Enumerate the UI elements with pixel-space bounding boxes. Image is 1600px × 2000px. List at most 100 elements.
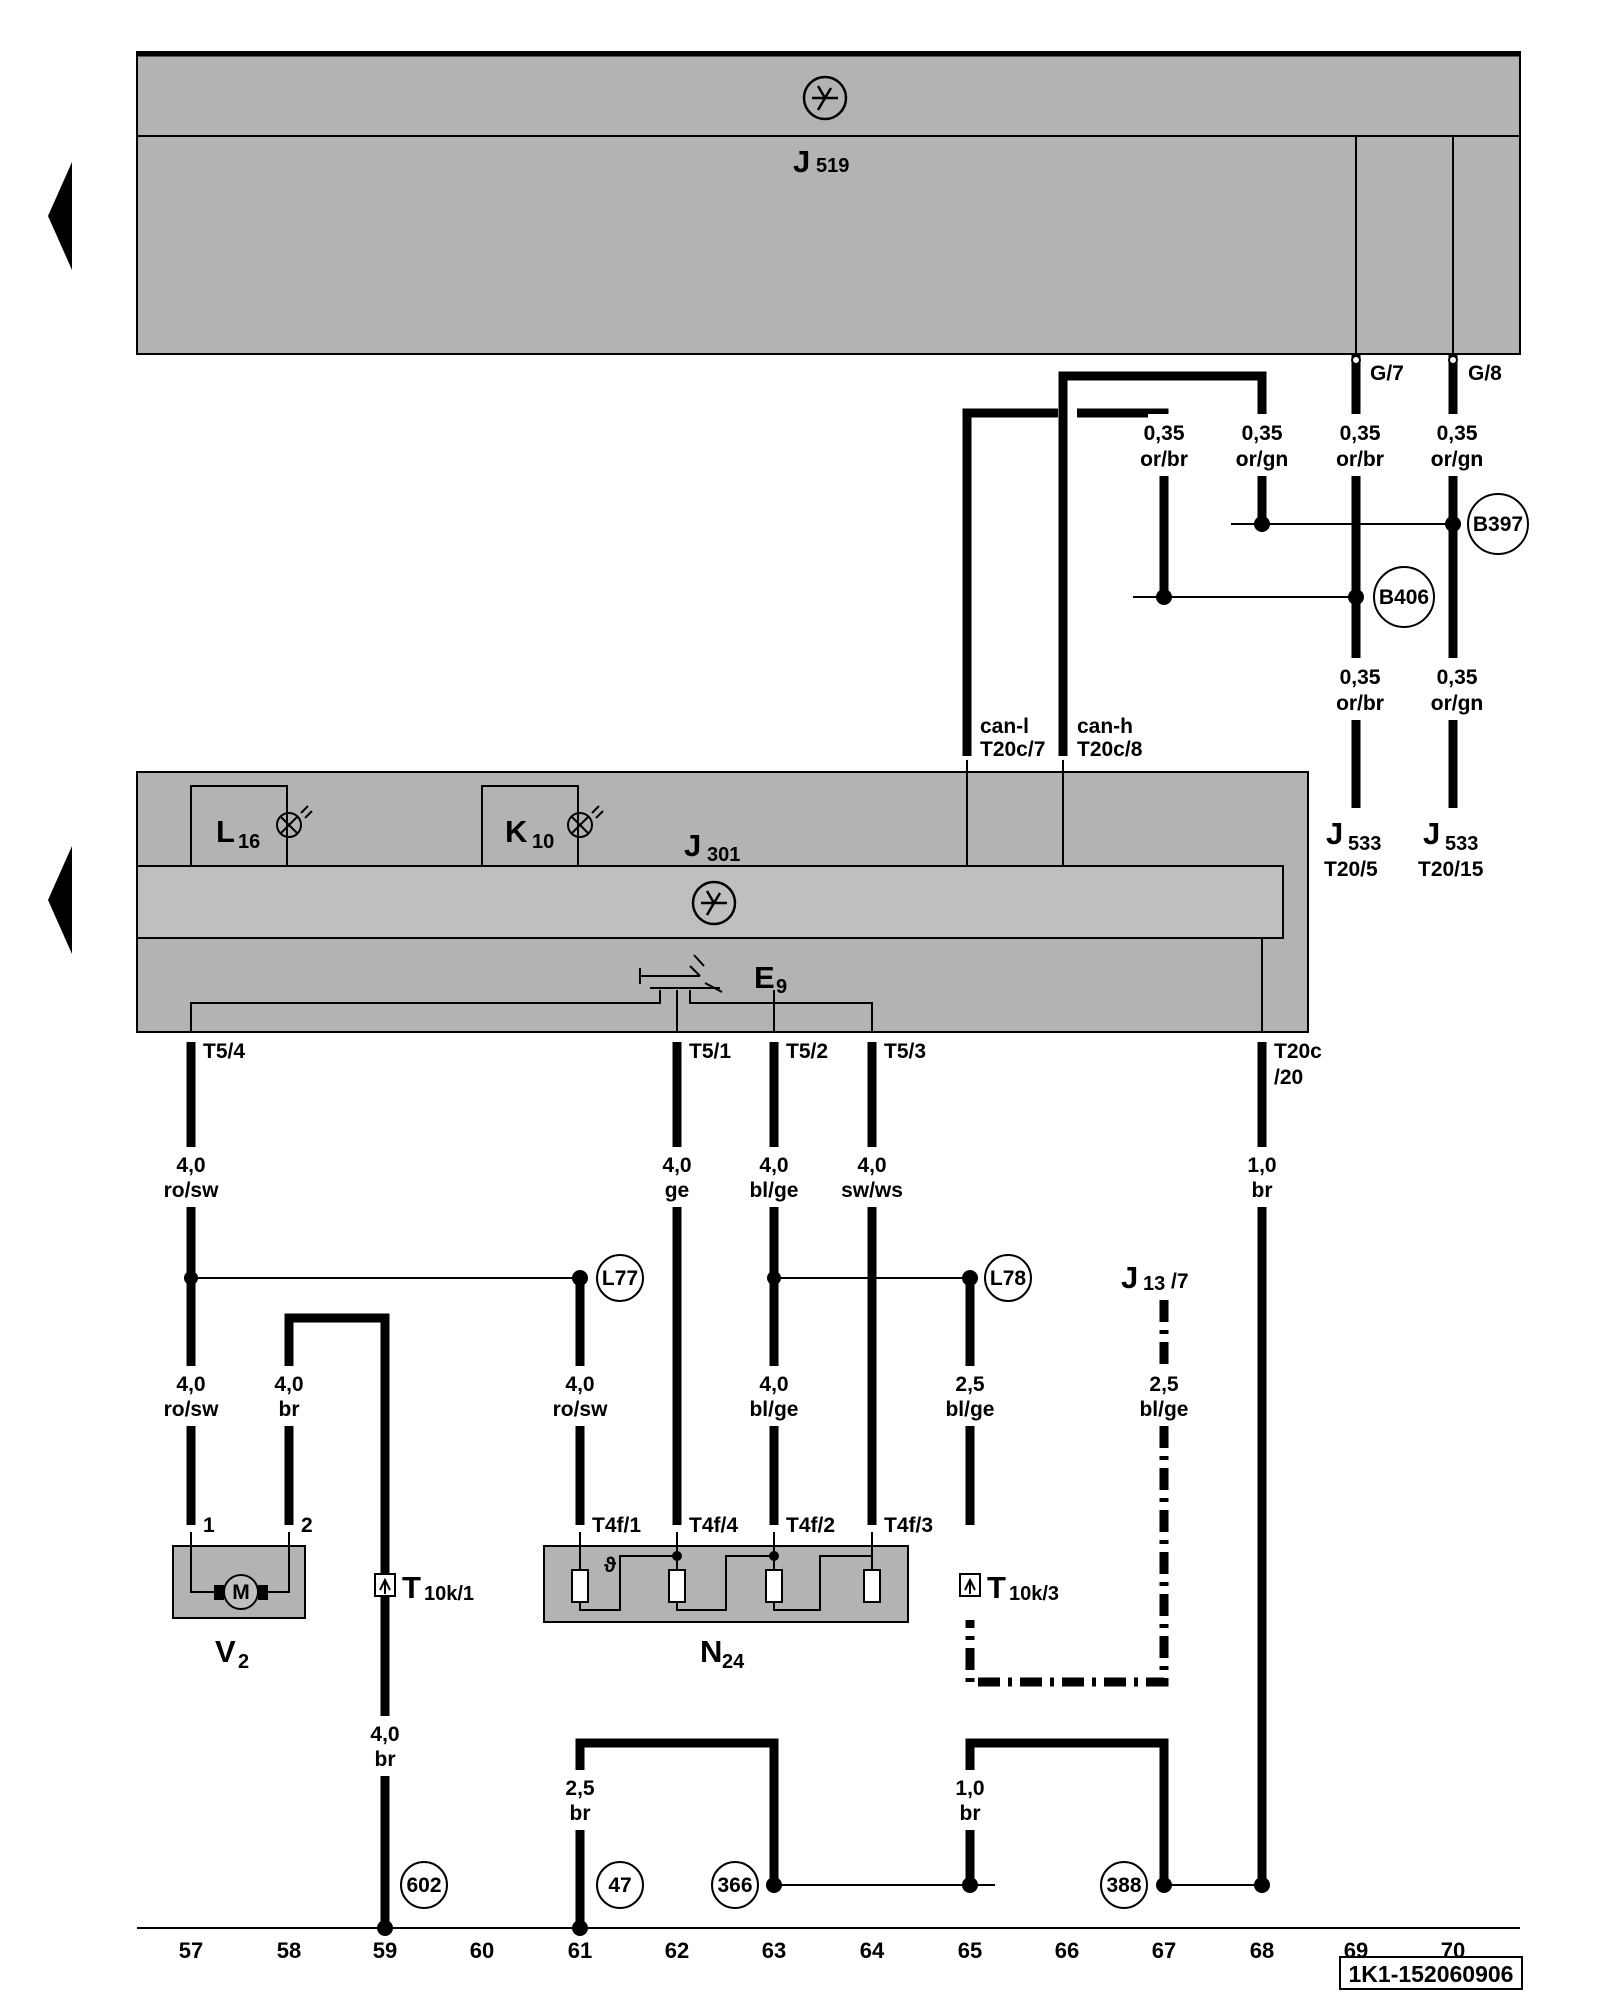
svg-text:B406: B406: [1379, 586, 1429, 609]
ref-388[interactable]: 388: [1100, 1861, 1148, 1909]
wire-w4-color: or/gn: [1431, 448, 1484, 471]
axis-number: 65: [958, 1938, 982, 1963]
svg-text:388: 388: [1106, 1874, 1141, 1897]
svg-text:ge: ge: [665, 1179, 690, 1202]
axis-number: 68: [1250, 1938, 1274, 1963]
wire-w3-size: 0,35: [1340, 422, 1381, 445]
l16-sub: 16: [238, 831, 260, 853]
svg-text:sw/ws: sw/ws: [841, 1179, 903, 1202]
svg-text:602: 602: [406, 1874, 441, 1897]
svg-text:1: 1: [203, 1514, 215, 1537]
ref-b397[interactable]: B397: [1467, 493, 1529, 555]
svg-text:10k/3: 10k/3: [1009, 1583, 1059, 1605]
wire-w3-color: or/br: [1336, 448, 1384, 471]
ref-b406[interactable]: B406: [1373, 566, 1435, 628]
j301-control-unit: L 16 K 10 J 301 E 9: [136, 760, 1309, 1033]
n24-label: N: [700, 1634, 722, 1669]
svg-text:T20/5: T20/5: [1324, 858, 1378, 881]
v2-label: V: [215, 1634, 236, 1669]
svg-text:4,0: 4,0: [662, 1154, 691, 1177]
electronic-symbol-icon: [802, 75, 848, 121]
wire-w4-size: 0,35: [1437, 422, 1478, 445]
k10-label: K: [505, 814, 528, 849]
page-left-arrow-top[interactable]: [48, 162, 72, 270]
page-left-arrow-bottom[interactable]: [48, 846, 72, 954]
ref-47[interactable]: 47: [596, 1861, 644, 1909]
svg-text:1,0: 1,0: [1247, 1154, 1276, 1177]
axis-number: 67: [1152, 1938, 1176, 1963]
j519-sub: 519: [816, 155, 849, 177]
axis-number: 63: [762, 1938, 786, 1963]
connector-t10k1: T 10k/1: [374, 1570, 474, 1605]
svg-text:J: J: [1121, 1260, 1138, 1295]
svg-text:T4f/3: T4f/3: [884, 1514, 933, 1537]
svg-text:T4f/1: T4f/1: [592, 1514, 641, 1537]
svg-text:2,5: 2,5: [955, 1373, 985, 1396]
n24-resistor: ϑ: [543, 1532, 909, 1623]
j519-control-unit: J 519: [136, 51, 1521, 355]
motor-icon: M: [232, 1581, 250, 1604]
svg-text:J: J: [1326, 816, 1343, 851]
diagram-code-box: 1K1-152060906: [1339, 1956, 1523, 1990]
svg-text:br: br: [1252, 1179, 1273, 1202]
l16-label: L: [216, 814, 235, 849]
e9-switch: [639, 954, 723, 993]
e9-label: E: [754, 960, 775, 995]
svg-text:47: 47: [608, 1874, 631, 1897]
svg-text:ro/sw: ro/sw: [553, 1398, 609, 1421]
svg-text:4,0: 4,0: [370, 1723, 399, 1746]
wire-w6-color: or/gn: [1431, 692, 1484, 715]
ref-l78[interactable]: L78: [984, 1254, 1032, 1302]
svg-text:4,0: 4,0: [857, 1154, 886, 1177]
svg-text:4,0: 4,0: [565, 1373, 594, 1396]
wire-w1-color: or/br: [1140, 448, 1188, 471]
svg-text:366: 366: [717, 1874, 752, 1897]
v2-sub: 2: [238, 1651, 249, 1673]
pin-can-l: can-l: [980, 715, 1029, 738]
lamp-icon: [567, 805, 604, 838]
j301-output-wires: [184, 1042, 1267, 1928]
svg-text:4,0: 4,0: [759, 1154, 788, 1177]
pin-t20c8: T20c/8: [1077, 738, 1143, 761]
svg-text:bl/ge: bl/ge: [945, 1398, 994, 1421]
pin-t20c-20: /20: [1274, 1066, 1303, 1089]
pin-t51: T5/1: [689, 1040, 731, 1063]
wire-labels-middle: 4,0 ro/sw 4,0 ge 4,0 bl/ge 4,0 sw/ws 1,0…: [164, 1154, 1277, 1202]
thermal-icon: ϑ: [604, 1554, 617, 1577]
j13-label: J 13 /7: [1121, 1260, 1189, 1295]
svg-text:br: br: [570, 1802, 591, 1825]
axis-number: 64: [860, 1938, 885, 1963]
connector-pin-labels: 1 2 T4f/1 T4f/4 T4f/2 T4f/3: [203, 1514, 933, 1537]
axis-number: 57: [179, 1938, 203, 1963]
svg-text:2,5: 2,5: [1149, 1373, 1179, 1396]
svg-text:1K1-152060906: 1K1-152060906: [1349, 1961, 1514, 1987]
wire-w1-size: 0,35: [1144, 422, 1185, 445]
wire-labels-lower: 4,0 ro/sw 4,0 br 4,0 ro/sw 4,0 bl/ge 2,5…: [164, 1373, 1189, 1421]
svg-text:bl/ge: bl/ge: [1139, 1398, 1188, 1421]
ref-602[interactable]: 602: [400, 1861, 448, 1909]
svg-text:T: T: [402, 1570, 421, 1605]
ref-366[interactable]: 366: [711, 1861, 759, 1909]
wire-labels-ground: 4,0 br 2,5 br 1,0 br: [370, 1723, 984, 1825]
v2-motor: M: [172, 1532, 306, 1619]
svg-text:L78: L78: [990, 1267, 1027, 1290]
electronic-symbol-icon: [691, 880, 737, 926]
svg-text:ro/sw: ro/sw: [164, 1398, 220, 1421]
svg-text:ro/sw: ro/sw: [164, 1179, 220, 1202]
e9-sub: 9: [776, 976, 787, 998]
ref-l77[interactable]: L77: [596, 1254, 644, 1302]
svg-text:4,0: 4,0: [274, 1373, 303, 1396]
axis-number: 66: [1055, 1938, 1079, 1963]
axis-number: 59: [373, 1938, 397, 1963]
ground-wires: [377, 1738, 1270, 1936]
svg-text:T20/15: T20/15: [1418, 858, 1484, 881]
j301-sub: 301: [707, 844, 740, 866]
svg-text:533: 533: [1445, 833, 1478, 855]
wire-w2-size: 0,35: [1242, 422, 1283, 445]
pin-t20c: T20c: [1274, 1040, 1322, 1063]
wire-w2-color: or/gn: [1236, 448, 1289, 471]
svg-text:B397: B397: [1473, 513, 1523, 536]
svg-text:J: J: [1423, 816, 1440, 851]
svg-text:T: T: [987, 1570, 1006, 1605]
axis-number: 60: [470, 1938, 494, 1963]
